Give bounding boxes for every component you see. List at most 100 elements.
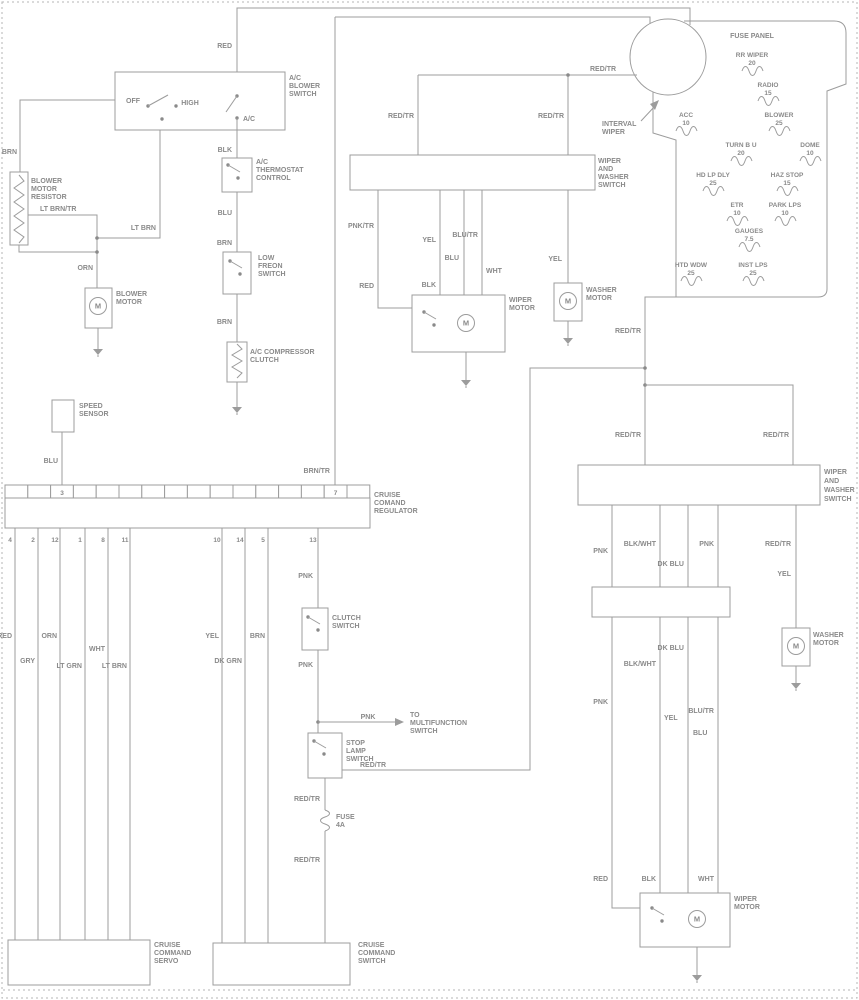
- wire-label-blu: BLU: [44, 458, 58, 465]
- fuse-panel-title: FUSE PANEL: [730, 33, 775, 40]
- wire-label-yel: YEL: [548, 256, 562, 263]
- wire-label-yel: YEL: [777, 571, 791, 578]
- wire-label-blu: BLU: [445, 255, 459, 262]
- fuse-turn-bu: TURN B U 20: [725, 142, 757, 166]
- fuse-icon: [730, 156, 753, 166]
- wire-label-blu: BLU: [218, 210, 232, 217]
- component-label: SWITCH: [410, 728, 438, 735]
- terminal-number: 14: [236, 537, 244, 544]
- wire-label-wht: WHT: [486, 268, 503, 275]
- ground-icon: [460, 379, 472, 389]
- motor-icon: [787, 637, 805, 655]
- cruise-wiring: RED GRY ORN LT GRN WHT LT BRN YEL DK GRN…: [0, 528, 395, 986]
- component-label: SWITCH: [289, 91, 317, 98]
- wire-label-red-tr: RED/TR: [294, 796, 320, 803]
- fuse-icon: [776, 186, 799, 196]
- fuse-icon: [320, 809, 330, 832]
- wire-label-wht: WHT: [89, 646, 106, 653]
- fuse-rating: 25: [749, 270, 757, 277]
- terminal-number: 11: [122, 537, 129, 544]
- red-tr-distribution: RED/TR RED/TR RED/TR: [615, 296, 794, 465]
- motor-icon: [559, 292, 577, 310]
- fuse-etr: ETR 10: [726, 202, 749, 226]
- component-label: SENSOR: [79, 411, 109, 418]
- fuse-name: TURN B U: [725, 142, 756, 149]
- fuse-name: DOME: [800, 142, 820, 149]
- fuse-panel: FUSE PANEL RR WIPER 20 RADIO 15 ACC 10 B…: [629, 18, 847, 298]
- component-label: MOTOR: [31, 186, 57, 193]
- fuse-htd-wdw: HTD WDW 25: [675, 262, 708, 286]
- fuse-rating: 25: [775, 120, 783, 127]
- wire-label-wht: WHT: [698, 876, 715, 883]
- fuse-rating: 10: [682, 120, 690, 127]
- component-label: 4A: [336, 822, 345, 829]
- component-label: CRUISE: [358, 942, 385, 949]
- wire-label-dk-blu: DK BLU: [658, 645, 684, 652]
- component-label: LOW: [258, 255, 275, 262]
- wire-label-blu-tr: BLU/TR: [688, 708, 714, 715]
- clutch-stoplamp-chain: PNK CLUTCH SWITCH PNK PNK TO MULTIFUNCTI…: [294, 367, 645, 943]
- fuse-rr-wiper: RR WIPER 20: [736, 52, 769, 76]
- terminal-box: [118, 484, 143, 499]
- fuse-rating: 10: [781, 210, 789, 217]
- component-label: CONTROL: [256, 175, 291, 182]
- wire-label-brn: BRN: [250, 633, 265, 640]
- component-label: WIPER: [509, 297, 532, 304]
- component-label: WASHER: [598, 174, 629, 181]
- fuse-icon: [757, 96, 780, 106]
- fuse-haz-stop: HAZ STOP 15: [771, 172, 804, 196]
- arrow-icon: [395, 718, 404, 726]
- wire-label-lt-brn-tr: LT BRN/TR: [40, 206, 76, 213]
- wiper-washer-right: WIPER AND WASHER SWITCH PNK BLK/WHT DK B…: [577, 464, 855, 984]
- wire-label-pnk: PNK: [593, 548, 608, 555]
- ac-blower-switch: OFF HIGH A/C A/C BLOWER SWITCH: [114, 71, 320, 158]
- fuse-rating: 15: [764, 90, 772, 97]
- fuse-inst-lps: INST LPS 25: [738, 262, 768, 286]
- component-label: MOTOR: [116, 299, 142, 306]
- fuse-radio: RADIO 15: [757, 82, 780, 106]
- wire-label-orn: ORN: [41, 633, 57, 640]
- terminal-number: 2: [31, 537, 35, 544]
- wire-label-red-tr: RED/TR: [763, 432, 789, 439]
- terminal-box: [141, 484, 166, 499]
- interval-wiper-label: WIPER: [602, 129, 625, 136]
- component-label: CLUTCH: [332, 615, 361, 622]
- wire-label-blk-wht: BLK/WHT: [624, 661, 657, 668]
- wire-label-dk-grn: DK GRN: [214, 658, 242, 665]
- wire-label-pnk: PNK: [298, 662, 313, 669]
- fuse-blower: BLOWER 25: [765, 112, 794, 136]
- power-feed-lines: RED: [217, 7, 691, 72]
- component-label: BLOWER: [31, 178, 62, 185]
- wire-label-brn: BRN: [217, 240, 232, 247]
- terminal-box: [4, 484, 29, 499]
- component-label: A/C COMPRESSOR: [250, 349, 315, 356]
- terminal-box: [255, 484, 280, 499]
- component-label: CRUISE: [154, 942, 181, 949]
- fuse-hd-lp-dly: HD LP DLY 25: [696, 172, 730, 196]
- terminal-number: 8: [101, 537, 105, 544]
- component-label: TO: [410, 712, 420, 719]
- fuse-rating: 25: [709, 180, 717, 187]
- interval-wiper-label: INTERVAL: [602, 121, 637, 128]
- wire-label-blk: BLK: [218, 147, 232, 154]
- component-label: WASHER: [586, 287, 617, 294]
- fuse-rating: 10: [733, 210, 741, 217]
- fuse-rating: 25: [687, 270, 695, 277]
- fuse-dome: DOME 10: [799, 142, 822, 166]
- terminal-number: 1: [78, 537, 82, 544]
- component-label: WIPER: [824, 469, 847, 476]
- terminal-box: [95, 484, 120, 499]
- fuse-name: ACC: [679, 112, 693, 119]
- component-label: BLOWER: [116, 291, 147, 298]
- component-label: SPEED: [79, 403, 103, 410]
- component-label: WASHER: [824, 487, 855, 494]
- fu se-rating: 10: [806, 150, 814, 157]
- terminal-box: [209, 484, 234, 499]
- fuse-name: RR WIPER: [736, 52, 769, 59]
- wire-label-lt-brn: LT BRN: [131, 225, 156, 232]
- wire-label-pnk: PNK: [593, 699, 608, 706]
- fuse-icon: [799, 156, 822, 166]
- component-label: A/C: [256, 159, 268, 166]
- component-label: SWITCH: [332, 623, 360, 630]
